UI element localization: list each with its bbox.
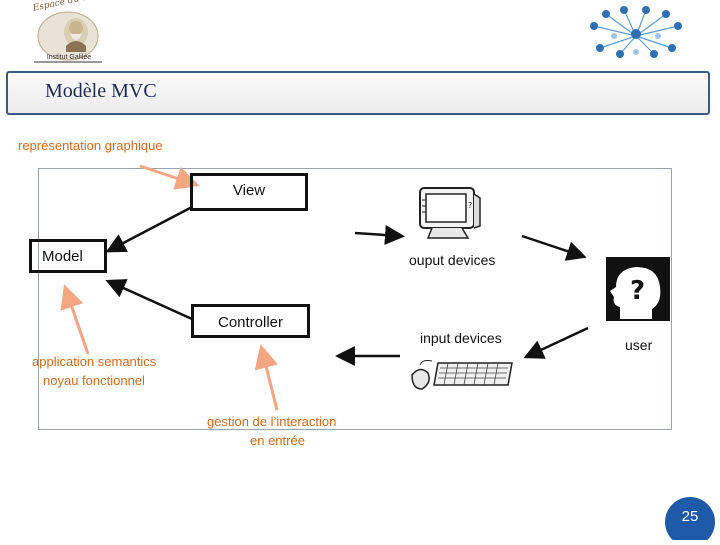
- orange-arrow-controller: [254, 344, 279, 411]
- page-title: Modèle MVC: [45, 80, 157, 102]
- arrow-view-to-model: [105, 205, 193, 253]
- svg-text:?: ?: [468, 201, 472, 210]
- view-label: View: [232, 182, 266, 199]
- controller-box: Controller: [191, 304, 310, 338]
- input-devices-label: input devices: [420, 330, 502, 346]
- annotation-application-semantics: application semantics: [32, 354, 157, 369]
- annotation-graphical-representation: représentation graphique: [18, 138, 163, 153]
- diagram-frame: [38, 168, 672, 430]
- keyboard-mouse-icon: [408, 355, 516, 400]
- orange-arrow-view: [139, 164, 200, 190]
- arrow-controller-to-model: [105, 279, 193, 321]
- orange-arrow-model: [60, 284, 90, 355]
- controller-label: Controller: [217, 314, 284, 331]
- arrow-output-to-user: [521, 234, 587, 261]
- view-box: View: [190, 173, 308, 211]
- title-bar: [6, 71, 710, 115]
- page-number: 25: [681, 508, 699, 525]
- institut-galilee-logo: [30, 6, 106, 68]
- svg-text:?: ?: [630, 276, 645, 306]
- annotation-interaction-management: gestion de l’interaction: [207, 414, 337, 429]
- model-box: Model: [29, 239, 107, 273]
- annotation-functional-core: noyau fonctionnel: [43, 373, 145, 388]
- head-question-icon: ?: [606, 257, 670, 326]
- logo-caption: Institut Galilée: [46, 54, 92, 61]
- user-label: user: [625, 337, 653, 353]
- people-network-icon: [584, 6, 688, 60]
- computer-monitor-icon: ?: [416, 186, 484, 249]
- model-label: Model: [42, 248, 83, 265]
- arrow-user-to-input: [523, 326, 589, 359]
- arrow-to-output-devices: [354, 225, 405, 245]
- page-number-badge: 25: [664, 494, 716, 545]
- output-devices-label: ouput devices: [409, 252, 496, 268]
- annotation-input: en entrée: [250, 433, 305, 448]
